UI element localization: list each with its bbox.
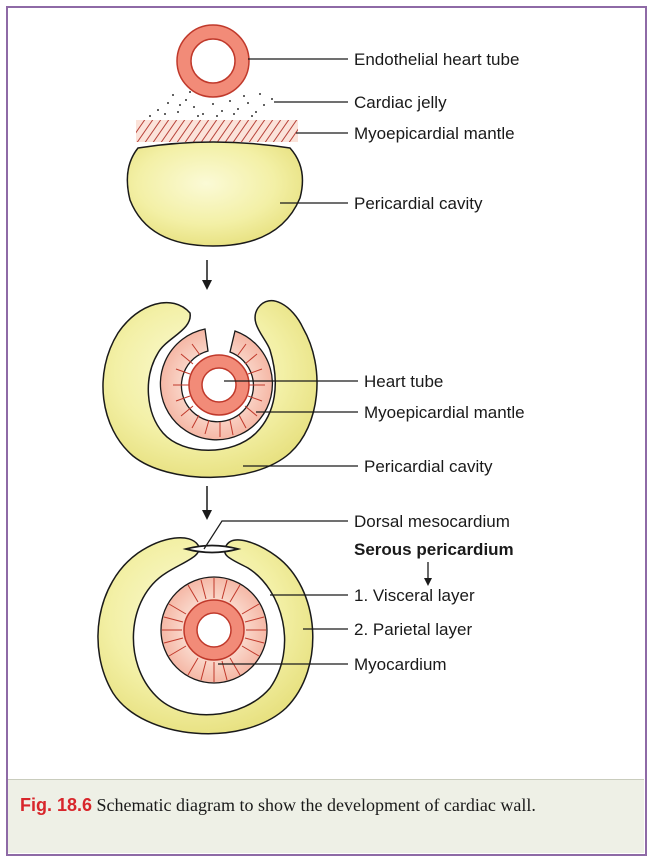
label-dorsal-mesocardium: Dorsal mesocardium (354, 512, 510, 531)
endothelial-heart-tube-lumen (191, 39, 235, 83)
dorsal-mesocardium (186, 546, 238, 553)
label-parietal-layer: 2. Parietal layer (354, 620, 472, 639)
stage-2 (103, 301, 317, 478)
label-pericardial-cavity-1: Pericardial cavity (354, 194, 483, 213)
label-heart-tube: Heart tube (364, 372, 443, 391)
label-myoepicardial-mantle-2: Myoepicardial mantle (364, 403, 525, 422)
label-visceral-layer: 1. Visceral layer (354, 586, 475, 605)
heart-tube-lumen-3 (197, 613, 231, 647)
stage-1 (127, 25, 306, 246)
label-pericardial-cavity-2: Pericardial cavity (364, 457, 493, 476)
figure-number: Fig. 18.6 (20, 795, 92, 815)
label-serous-pericardium: Serous pericardium (354, 540, 514, 559)
cardiac-wall-diagram: Endothelial heart tube Cardiac jelly Myo… (8, 8, 649, 778)
arrow-2 (202, 486, 212, 520)
figure-caption: Fig. 18.6 Schematic diagram to show the … (8, 779, 644, 853)
label-cardiac-jelly: Cardiac jelly (354, 93, 447, 112)
arrow-1 (202, 260, 212, 290)
arrow-serous (424, 562, 432, 586)
label-endothelial-heart-tube: Endothelial heart tube (354, 50, 519, 69)
myoepicardial-mantle-hatch (128, 118, 306, 144)
caption-text: Schematic diagram to show the developmen… (92, 795, 536, 815)
stage-3 (98, 538, 313, 734)
pericardial-cavity-1 (127, 142, 302, 246)
label-myocardium: Myocardium (354, 655, 447, 674)
label-myoepicardial-mantle-1: Myoepicardial mantle (354, 124, 515, 143)
heart-tube-lumen-2 (202, 368, 236, 402)
figure-panel: Endothelial heart tube Cardiac jelly Myo… (6, 6, 647, 856)
